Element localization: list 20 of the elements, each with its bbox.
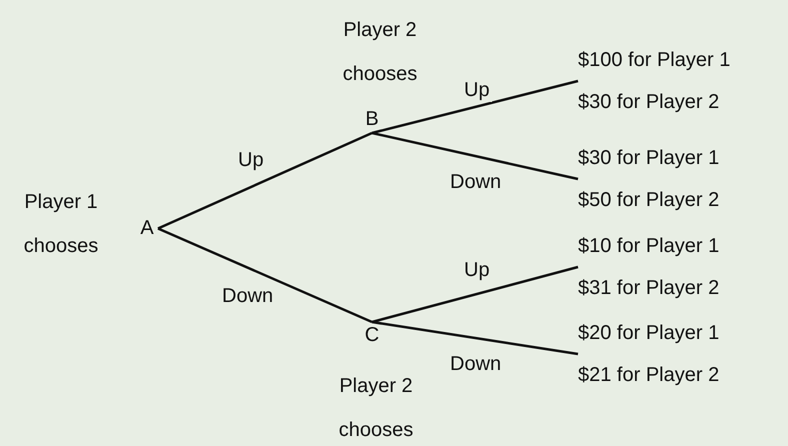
payoff-text: $100 for Player 1 — [578, 48, 730, 73]
payoff-text: $50 for Player 2 — [578, 188, 720, 213]
payoff-text: $31 for Player 2 — [578, 276, 720, 301]
decision-node-label: B — [362, 106, 382, 133]
tree-branch — [158, 132, 372, 230]
tree-branch — [372, 132, 578, 180]
payoff-text: $10 for Player 1 — [578, 234, 720, 259]
decision-node-label: A — [136, 215, 158, 242]
player-caption: Player 2 chooses — [342, 18, 418, 87]
tree-branch — [158, 227, 372, 324]
decision-node-label: C — [362, 322, 382, 349]
tree-branch — [372, 266, 578, 324]
payoff-text: $21 for Player 2 — [578, 363, 720, 388]
payoff-text: $30 for Player 2 — [578, 90, 720, 115]
player-caption: Player 2 chooses — [338, 374, 414, 443]
payoff-text: $30 for Player 1 — [578, 146, 720, 171]
tree-branch — [372, 80, 578, 134]
payoff-text: $20 for Player 1 — [578, 321, 720, 346]
player-caption: Player 1 chooses — [22, 190, 100, 259]
tree-branch — [372, 320, 578, 356]
